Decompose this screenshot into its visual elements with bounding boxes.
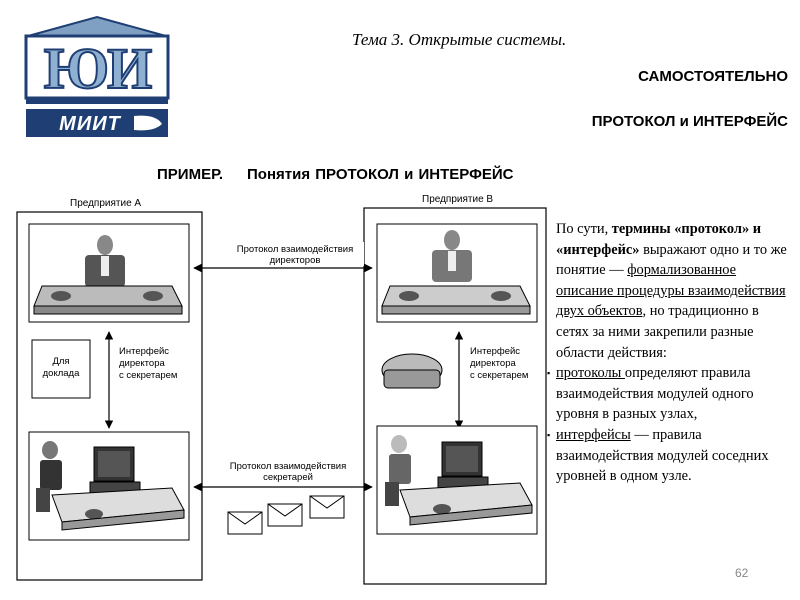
note-end: , но традиционно в сетях за ними закрепи… [556,303,759,361]
interface-b-line2: директора [470,358,516,369]
bullet-protocols-text: определяют правила взаимодействия модуле… [556,365,754,423]
example-heading: ПРИМЕР. Понятия ПРОТОКОЛ и ИНТЕРФЕЙС [157,166,514,183]
note-mid: выражают одно и то же понятие — [556,241,787,279]
note-terms: термины «протокол» и «интерфейс» [556,221,762,258]
secretary-b-figure [385,435,411,506]
protocol-secretaries-line1: Протокол взаимодействия [230,461,346,472]
enterprise-b-frame [363,207,547,585]
bullet-interfaces-text: — правила взаимодействия модулей соседни… [556,426,769,485]
phone-a-secretary-icon [85,509,103,519]
phone-b-right-icon [491,291,511,301]
protocol-interface-diagram: Предприятие A Предприятие B Протокол вза… [16,194,547,585]
interface-b-line3: с секретарем [470,370,528,381]
logo-monogram: ЮИ [44,36,152,101]
enterprise-a-frame [16,211,203,581]
subtitle-protocol-interface: ПРОТОКОЛ и ИНТЕРФЕЙС [591,113,788,130]
computer-a-icon [89,446,141,495]
director-a-figure [85,235,125,287]
director-b-figure [432,230,472,282]
secretary-a-figure [36,441,62,512]
bullet-protocols: протоколы определяют правила взаимодейст… [547,363,792,425]
computer-b-icon [437,441,489,490]
protocol-directors-line1: Протокол взаимодействия [237,244,353,255]
phone-a-left-icon [51,291,71,301]
protocol-directors-line2: директоров [270,255,321,266]
logo-brand: МИИТ [59,113,121,135]
topic-title: Тема 3. Открытые системы. [352,30,567,49]
interface-a-line2: директора [119,358,165,369]
interface-a-line1: Интерфейс [119,346,169,357]
example-concept: Понятия ПРОТОКОЛ и ИНТЕРФЕЙС [247,166,514,183]
explanation-paragraph: По сути, термины «протокол» и «интерфейс… [556,219,792,363]
phone-a-right-icon [143,291,163,301]
phone-b-left-icon [399,291,419,301]
subtitle-independent: САМОСТОЯТЕЛЬНО [638,68,788,85]
bullet-interfaces-term: интерфейсы [556,426,631,443]
report-note-line2: доклада [43,368,80,379]
interface-a-line3: с секретарем [119,370,177,381]
envelope-icon [267,503,303,527]
enterprise-b-label: Предприятие B [422,194,493,205]
note-intro: По сути, [556,221,612,237]
page-number: 62 [735,566,749,580]
miit-logo: ЮИ МИИТ [22,14,172,140]
note-formal-definition: формализованное описание процедуры взаим… [556,262,786,320]
example-label: ПРИМЕР. [157,166,223,183]
bullet-interfaces: интерфейсы — правила взаимодействия моду… [547,425,792,487]
protocol-secretaries-line2: секретарей [263,472,313,483]
bullet-protocols-term: протоколы [556,365,625,382]
interface-b-line1: Интерфейс [470,346,520,357]
explanation-text: По сути, термины «протокол» и «интерфейс… [547,219,792,487]
report-note-line1: Для [52,356,69,367]
envelope-icon [309,495,345,519]
report-note-box [31,339,91,399]
envelope-icon [227,511,263,535]
phone-b-secretary-icon [433,504,451,514]
enterprise-a-label: Предприятие A [70,198,141,209]
